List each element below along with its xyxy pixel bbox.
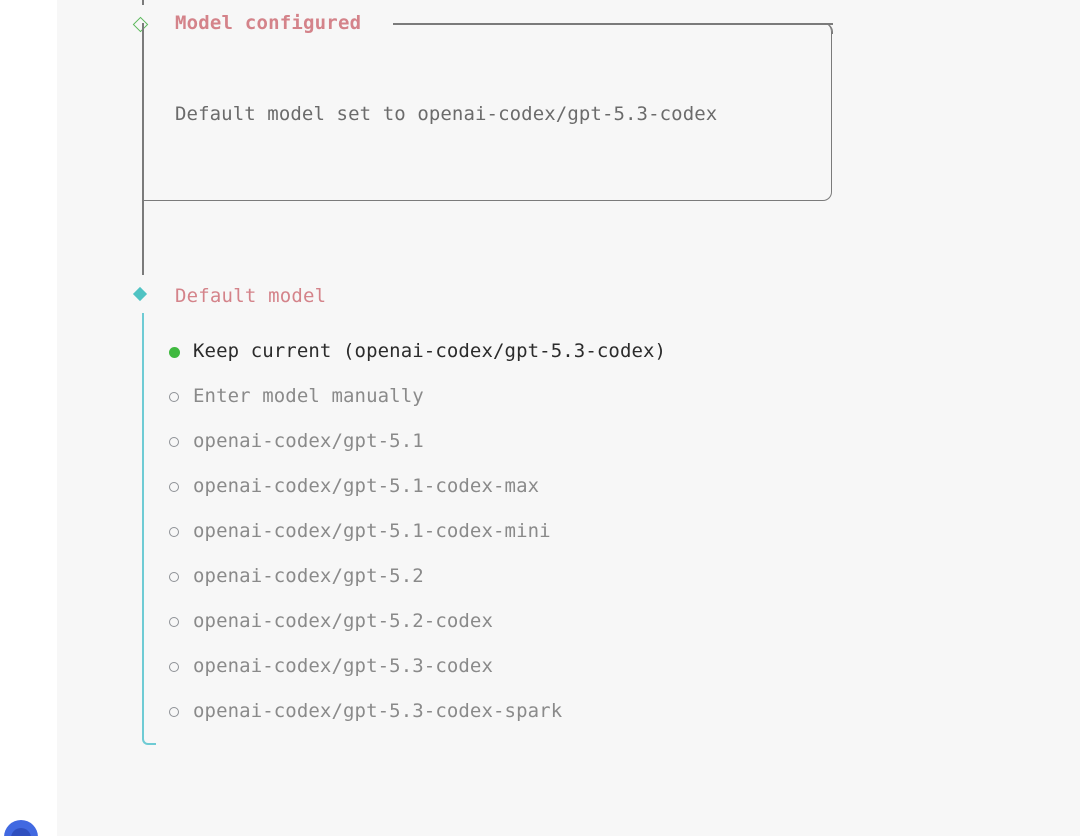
model-option-label: Enter model manually (193, 384, 424, 407)
radio-unselected-icon (167, 479, 181, 493)
radio-unselected-icon (167, 524, 181, 538)
model-option-label: openai-codex/gpt-5.1-codex-mini (193, 519, 551, 542)
callout-box (142, 23, 832, 201)
connector-line-top (142, 0, 144, 5)
prompt-title: Default model (175, 285, 327, 307)
callout-title: Model configured (175, 12, 362, 34)
diamond-filled-icon (132, 286, 148, 302)
model-option-row[interactable]: openai-codex/gpt-5.1-codex-mini (167, 508, 1027, 553)
callout-left-spine (142, 23, 144, 275)
prompt-guide-rail (142, 313, 156, 745)
model-option-label: Keep current (openai-codex/gpt-5.3-codex… (193, 339, 667, 362)
conversation-panel: Model configured Default model set to op… (57, 0, 1080, 836)
radio-unselected-icon (167, 434, 181, 448)
model-option-label: openai-codex/gpt-5.3-codex-spark (193, 699, 563, 722)
avatar-inner (11, 828, 31, 836)
radio-unselected-icon (167, 569, 181, 583)
model-option-row[interactable]: openai-codex/gpt-5.3-codex-spark (167, 688, 1027, 733)
radio-selected-icon (167, 344, 181, 358)
model-option-label: openai-codex/gpt-5.1 (193, 429, 424, 452)
model-option-label: openai-codex/gpt-5.2 (193, 564, 424, 587)
avatar-icon[interactable] (4, 820, 38, 836)
callout-body-text: Default model set to openai-codex/gpt-5.… (175, 103, 718, 125)
model-option-row[interactable]: Keep current (openai-codex/gpt-5.3-codex… (167, 328, 1027, 373)
callout-top-border (393, 23, 833, 25)
model-option-row[interactable]: openai-codex/gpt-5.3-codex (167, 643, 1027, 688)
model-option-row[interactable]: Enter model manually (167, 373, 1027, 418)
model-option-label: openai-codex/gpt-5.2-codex (193, 609, 494, 632)
radio-unselected-icon (167, 614, 181, 628)
model-option-list[interactable]: Keep current (openai-codex/gpt-5.3-codex… (167, 328, 1027, 733)
model-option-label: openai-codex/gpt-5.3-codex (193, 654, 494, 677)
model-option-row[interactable]: openai-codex/gpt-5.2-codex (167, 598, 1027, 643)
radio-unselected-icon (167, 389, 181, 403)
radio-unselected-icon (167, 659, 181, 673)
model-option-row[interactable]: openai-codex/gpt-5.2 (167, 553, 1027, 598)
model-option-label: openai-codex/gpt-5.1-codex-max (193, 474, 540, 497)
model-option-row[interactable]: openai-codex/gpt-5.1-codex-max (167, 463, 1027, 508)
model-option-row[interactable]: openai-codex/gpt-5.1 (167, 418, 1027, 463)
radio-unselected-icon (167, 704, 181, 718)
